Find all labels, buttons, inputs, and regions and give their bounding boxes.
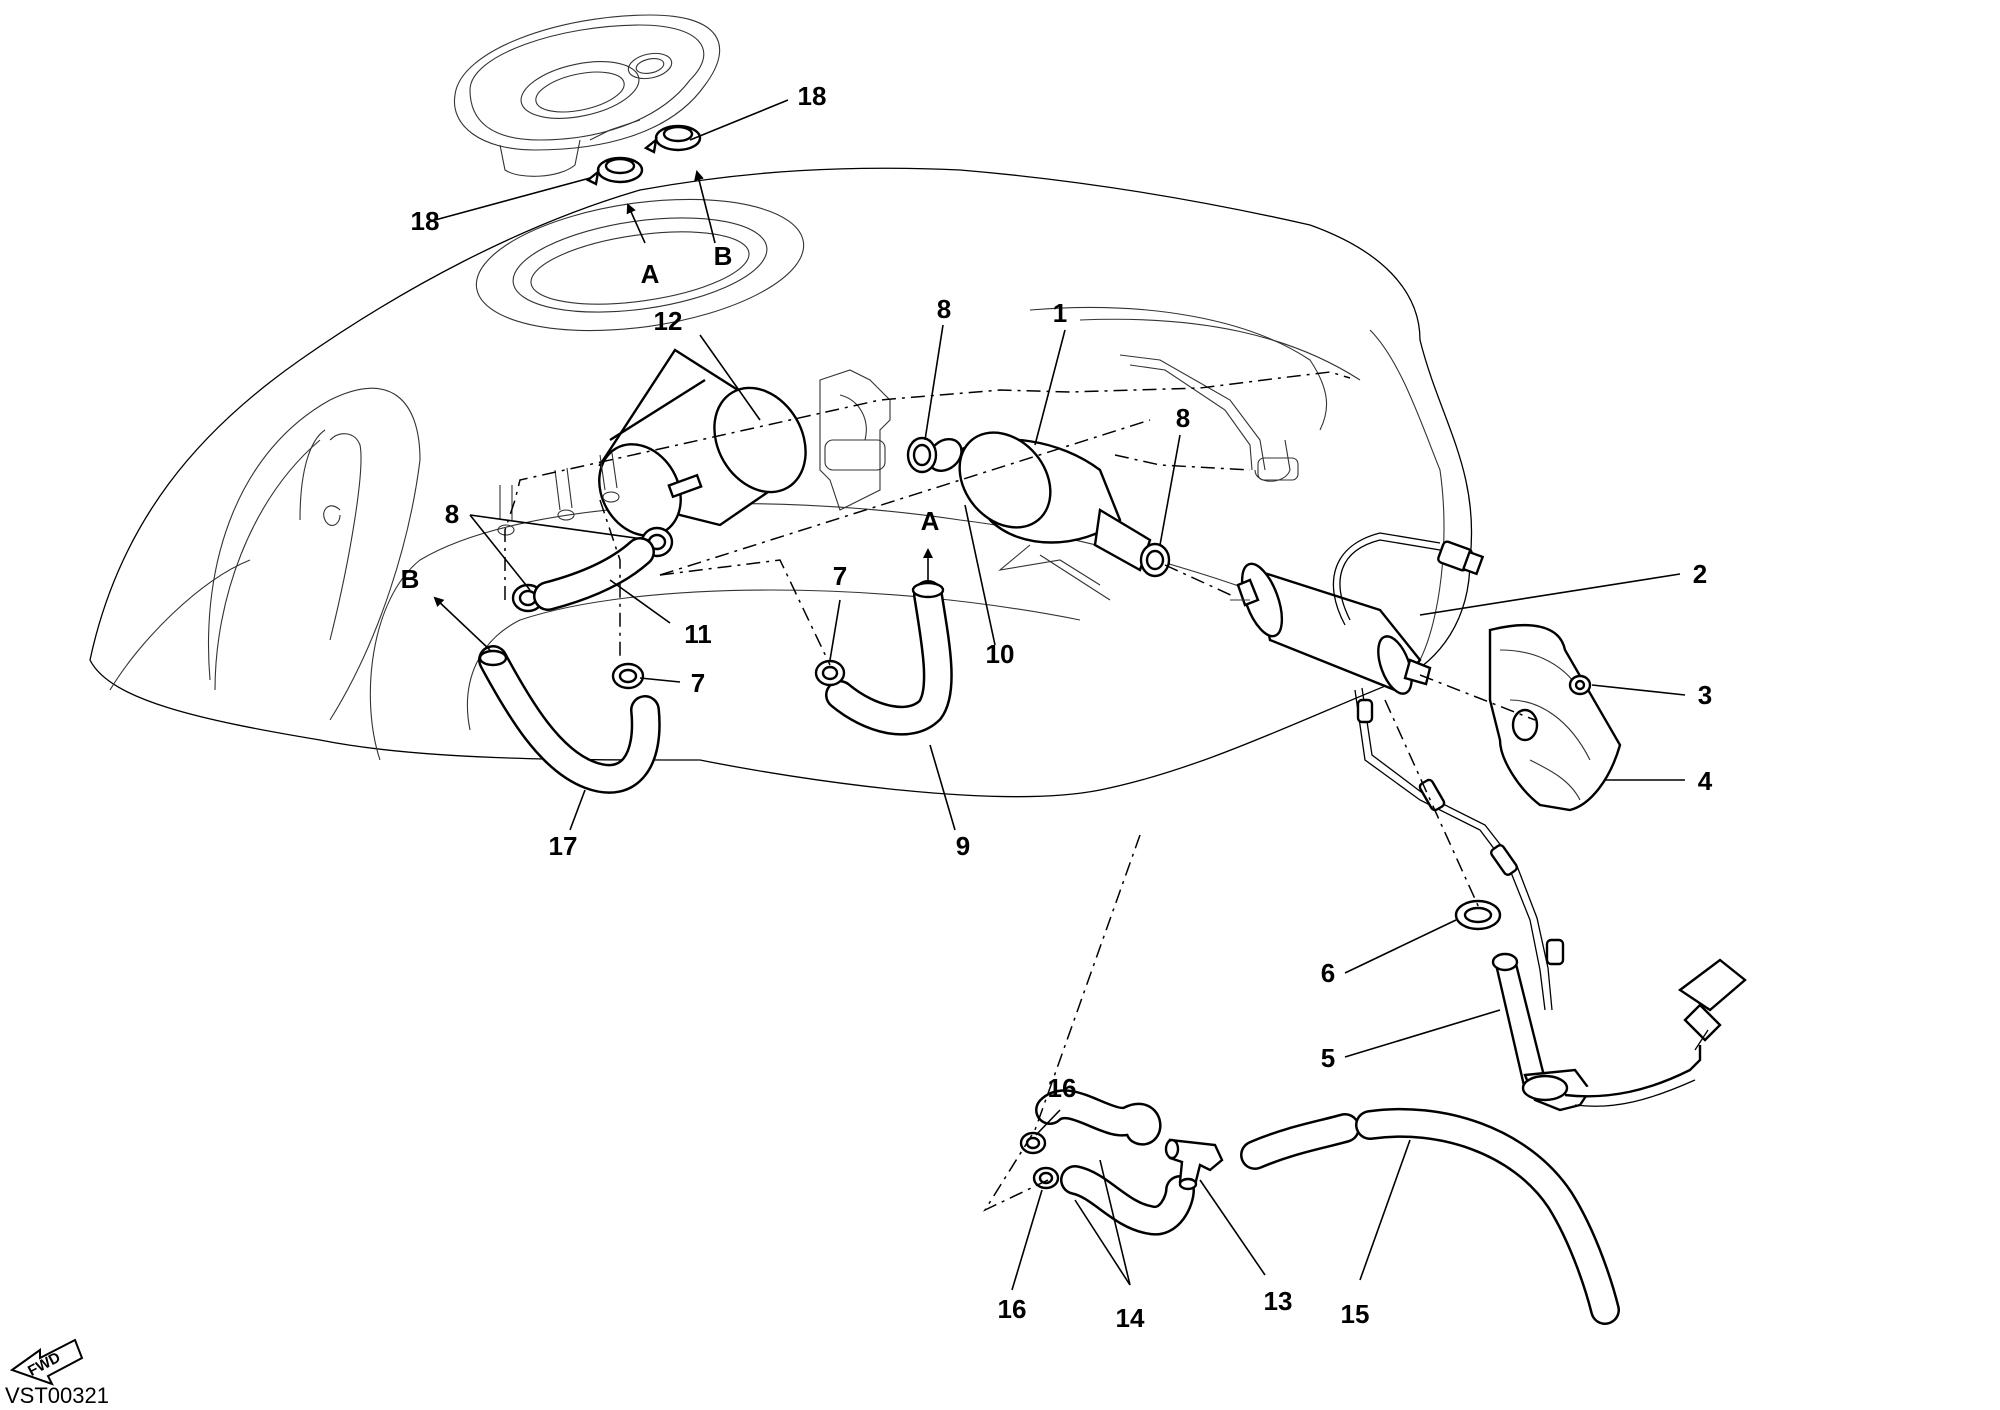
fuel-pump-body (927, 431, 1152, 601)
assembly-centerlines (504, 371, 1536, 1212)
callout-18-right: 18 (798, 81, 827, 111)
marker-b-hose: B (401, 564, 420, 594)
callout-15: 15 (1341, 1299, 1370, 1329)
o-ring-8-right (1139, 542, 1171, 578)
hose-clamp-18-left (585, 156, 644, 186)
fuel-filter (598, 348, 807, 537)
o-ring-8-pump (906, 436, 938, 474)
callout-8-top: 8 (937, 294, 951, 324)
callout-17: 17 (549, 831, 578, 861)
hose-11 (533, 537, 655, 611)
o-ring-6 (1454, 899, 1502, 931)
connection-arrows (433, 170, 933, 651)
hose-14-upper (1035, 1089, 1162, 1146)
callout-8-left: 8 (445, 499, 459, 529)
fuel-strainer (1488, 623, 1622, 812)
hose-9 (825, 580, 953, 736)
hose-clamp-16-upper (1019, 1131, 1047, 1155)
callout-7-right: 7 (833, 561, 847, 591)
callout-2: 2 (1693, 559, 1707, 589)
marker-b-top: B (714, 241, 733, 271)
callout-14: 14 (1116, 1303, 1145, 1333)
callout-5: 5 (1321, 1043, 1335, 1073)
callout-16-top: 16 (1048, 1073, 1077, 1103)
hose-15 (1240, 1107, 1620, 1325)
hose-clamp-18-right (643, 124, 702, 154)
hose-clamp-7-right (814, 659, 846, 687)
forward-direction-arrow: FWD (9, 1338, 84, 1386)
connection-letters: A B A B (401, 241, 940, 594)
leader-lines (434, 99, 1686, 1291)
callout-labels: 1 2 3 4 5 6 7 7 8 8 8 9 10 11 12 13 14 1… (411, 81, 1713, 1333)
hose-14-lower (1060, 1165, 1195, 1236)
hose-clamp-7-left (611, 662, 645, 690)
marker-a-top: A (641, 259, 660, 289)
callout-18-left: 18 (411, 206, 440, 236)
callout-11: 11 (684, 619, 712, 649)
pump-bracket (819, 369, 891, 511)
callout-10: 10 (986, 639, 1015, 669)
drawing-reference: VST00321 (5, 1383, 109, 1408)
fuel-pump-unit (1230, 562, 1432, 695)
callout-6: 6 (1321, 958, 1335, 988)
wiring-harness (1332, 532, 1565, 1011)
callout-9: 9 (956, 831, 970, 861)
tank-nipples (497, 452, 620, 536)
level-sender (1491, 952, 1747, 1112)
hose-17 (478, 645, 661, 794)
filler-cap-assembly (453, 14, 721, 177)
callout-13: 13 (1264, 1286, 1293, 1316)
callout-1: 1 (1053, 298, 1067, 328)
callout-4: 4 (1698, 766, 1713, 796)
t-fitting (1164, 1138, 1224, 1191)
callout-3: 3 (1698, 680, 1712, 710)
callout-8-right: 8 (1176, 403, 1190, 433)
callout-7-left: 7 (691, 668, 705, 698)
callout-12: 12 (654, 306, 683, 336)
nut-3 (1568, 674, 1592, 696)
callout-16-bottom: 16 (998, 1294, 1027, 1324)
marker-a-hose: A (921, 506, 940, 536)
